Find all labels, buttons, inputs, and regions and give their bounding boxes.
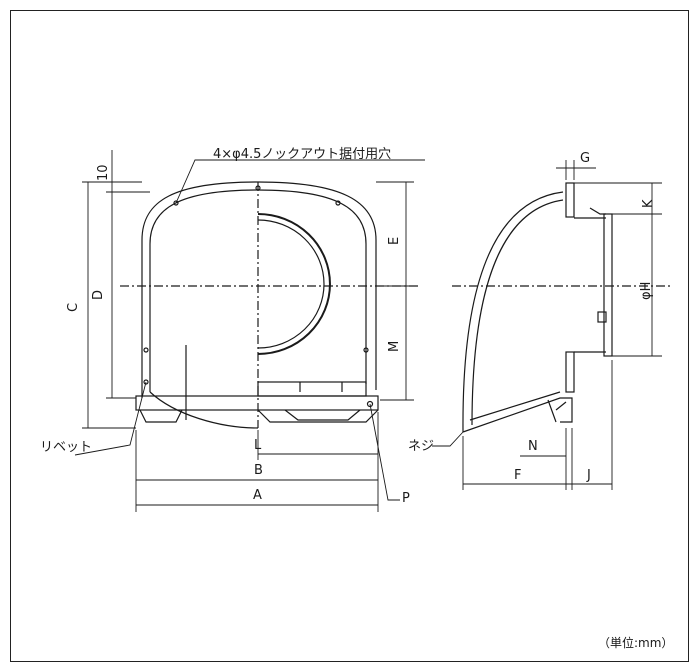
knockout-hole-note: 4×φ4.5ノックアウト据付用穴: [213, 147, 392, 162]
dim-f-label: F: [514, 468, 522, 483]
front-view: [120, 181, 420, 429]
dim-c-label: C: [66, 302, 81, 312]
mount-hole: [255, 185, 261, 191]
dim-10-label: 10: [96, 164, 111, 181]
screw-label: ネジ: [408, 439, 435, 454]
dim-p-label: P: [402, 491, 410, 506]
duct-opening: [257, 213, 331, 355]
dim-d-label: D: [91, 289, 106, 300]
front-dimensions: [74, 150, 425, 512]
dim-a-label: A: [253, 488, 262, 503]
mount-hole: [335, 200, 341, 206]
bottom-lip: [462, 397, 573, 433]
dim-g-label: G: [580, 151, 591, 166]
dim-b-label: B: [254, 463, 263, 478]
rivet: [143, 379, 149, 385]
dim-k-label: K: [641, 199, 656, 208]
dim-l-label: L: [254, 438, 262, 453]
drawing-frame: [10, 10, 689, 662]
duct-pipe: [565, 182, 575, 218]
units-note: （単位:mm）: [598, 636, 674, 650]
base-plate: [135, 395, 379, 411]
dim-h-label: φH: [639, 281, 654, 300]
dim-e-label: E: [387, 236, 402, 245]
side-dimensions: [432, 160, 662, 490]
dim-j-label: J: [587, 468, 591, 483]
side-hood-outline: [462, 191, 564, 432]
side-view: [452, 182, 670, 433]
dim-n-label: N: [528, 439, 538, 454]
rivet-label: リベット: [40, 440, 93, 455]
mount-hole: [173, 200, 179, 206]
dim-m-label: M: [387, 340, 402, 352]
